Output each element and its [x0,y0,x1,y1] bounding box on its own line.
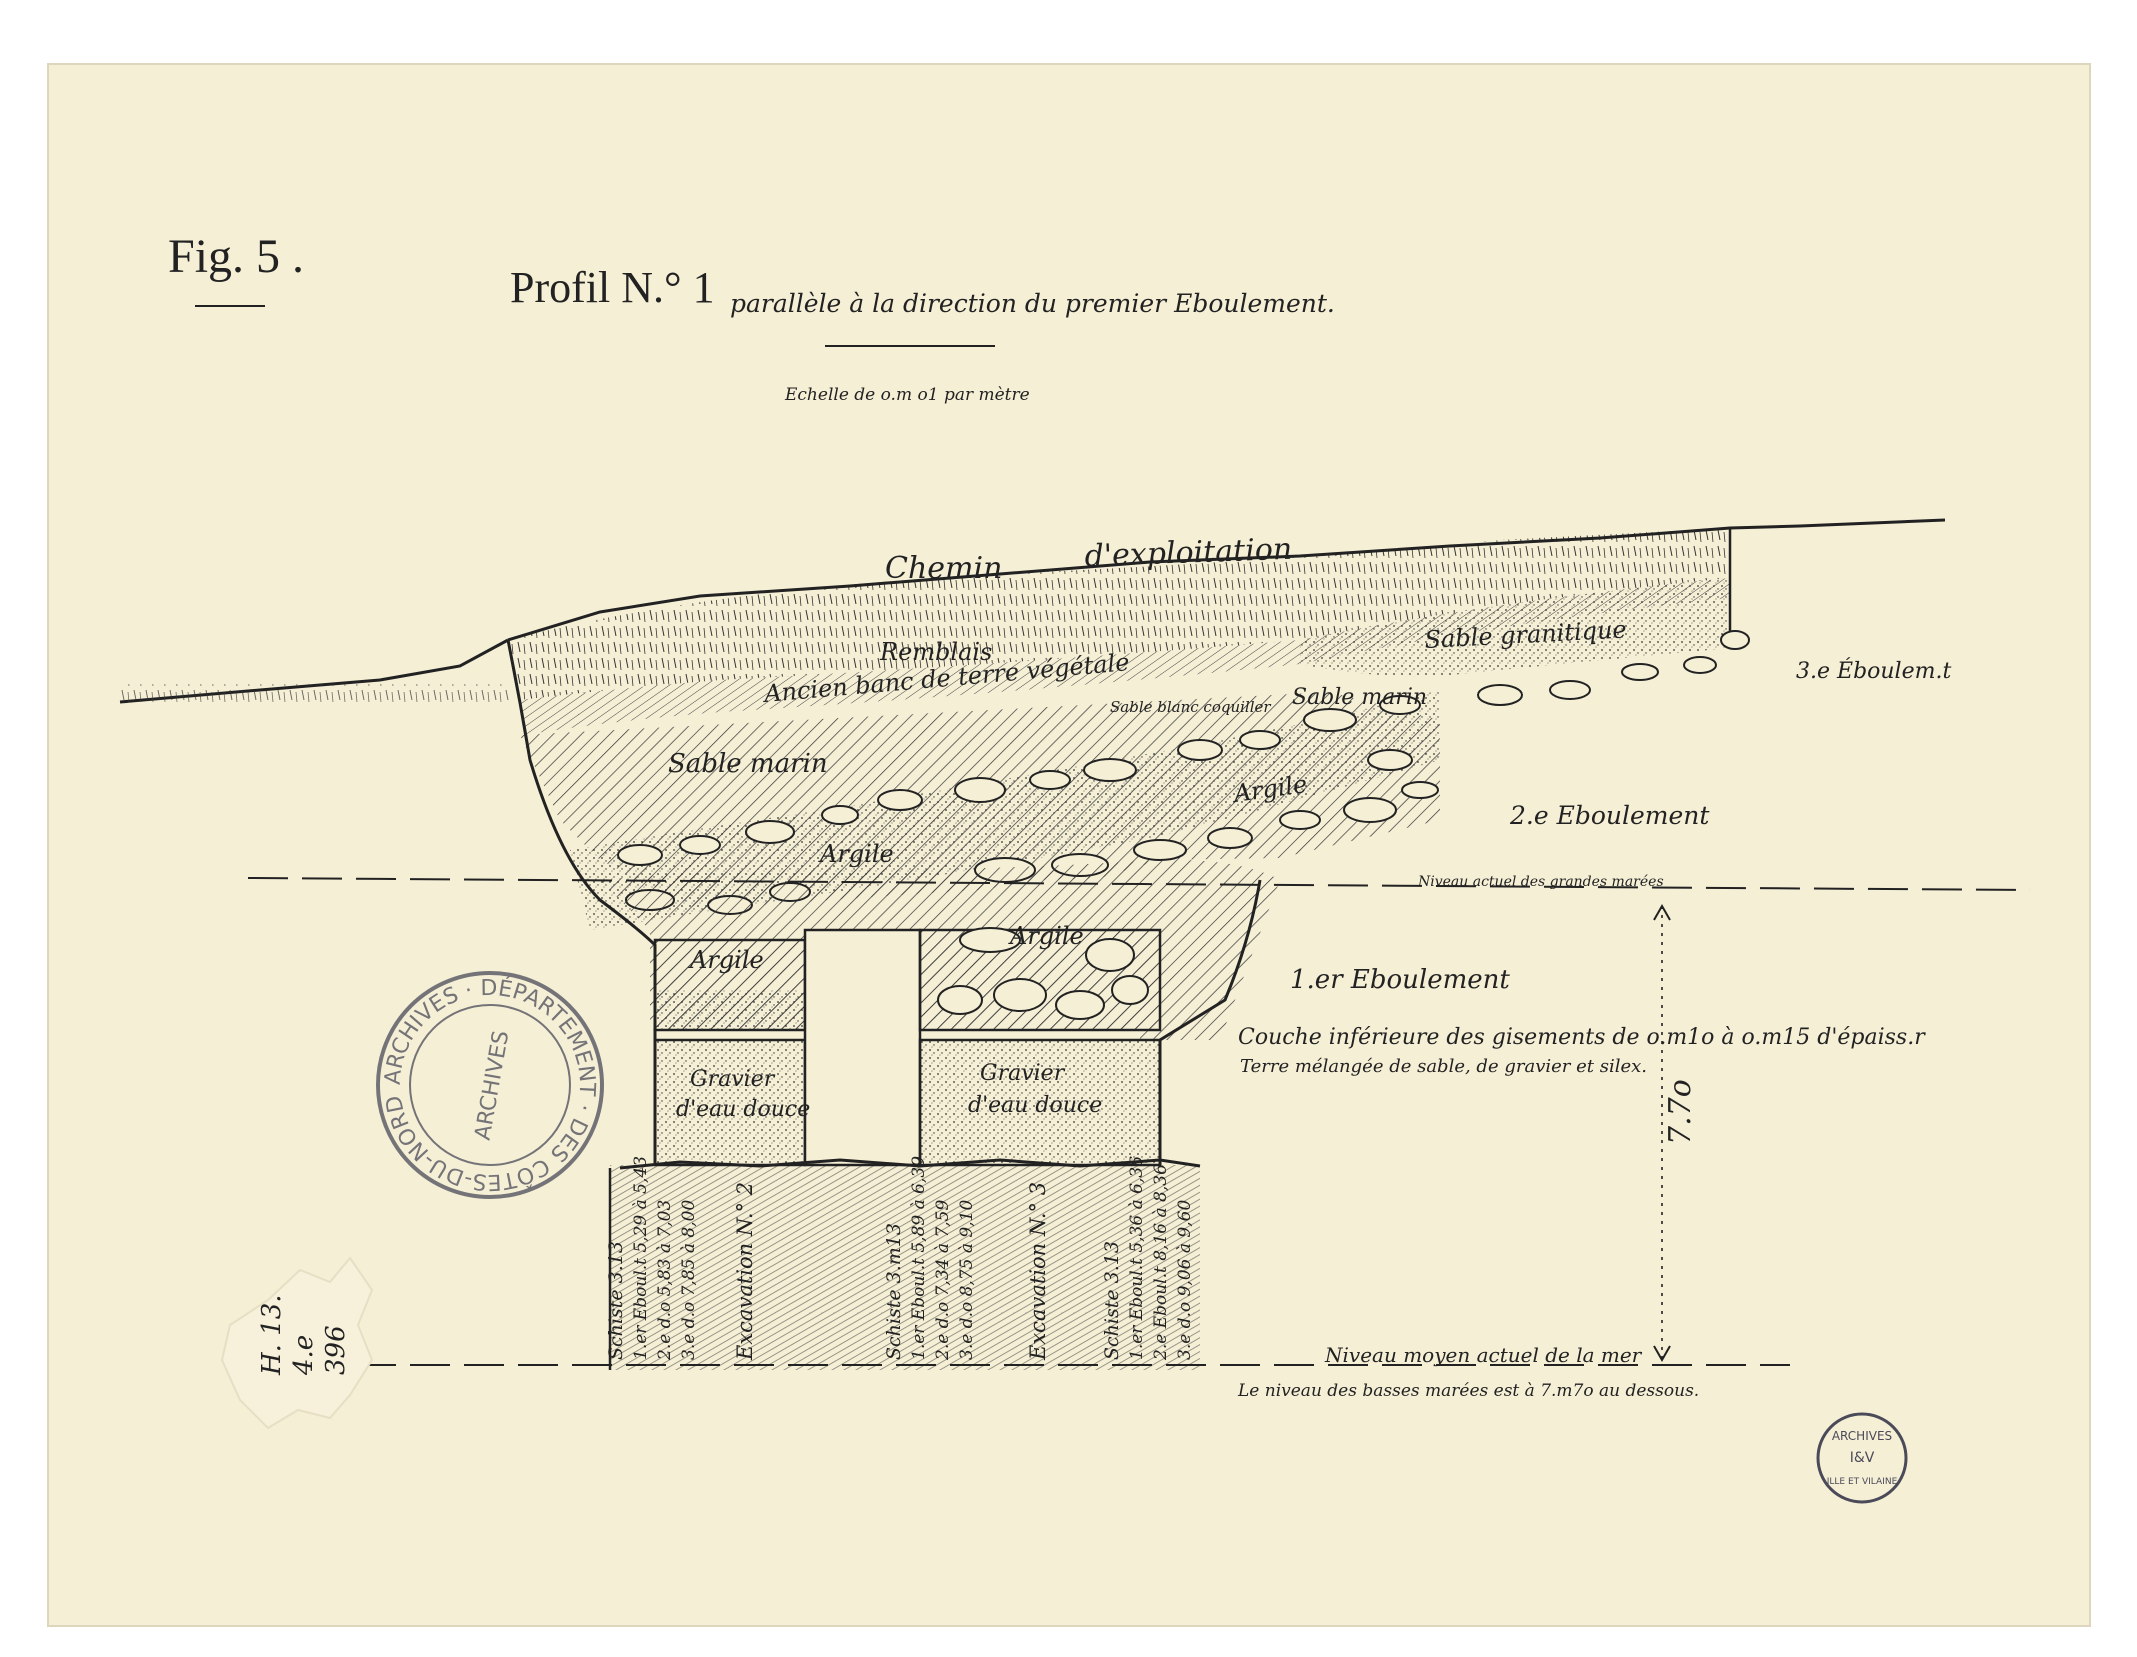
side-stamp-line-3: 396 [321,1325,351,1375]
small-stamp-line-1: ARCHIVES [1832,1429,1892,1443]
pit-right-gravier [918,1038,1162,1167]
pillar-middle [803,928,922,1167]
upper-ground-line [507,518,1946,642]
label-3e-eboulement: 3.e Éboulem.t [1796,657,1951,684]
column-1-line-2: 1.er Eboul.t 5,29 à 5,43 [631,1156,651,1360]
label-gravier-1a: Gravier [690,1067,776,1092]
left-ground-grass [120,684,510,706]
pit-left-stones [655,990,805,1030]
column-5-line-2: 1.er Eboul.t 5,36 à 6,36 [1127,1156,1147,1360]
column-4: Excavation N.° 3 [1026,1182,1050,1361]
label-grandes-marees: Niveau actuel des grandes marées [1417,874,1664,890]
column-2-line-1: Excavation N.° 2 [733,1182,757,1361]
column-1-line-1: Schiste 3.13 [605,1241,627,1360]
remblais-layer [508,528,1730,700]
label-remblais: Remblais [879,638,992,666]
column-2: Excavation N.° 2 [733,1182,757,1361]
label-gravier-2a: Gravier [980,1061,1066,1086]
sable-granitique-layer [1300,578,1730,677]
label-sable-marin: Sable marin [668,749,828,779]
column-5-line-4: 3.e d.o 9,06 à 9,60 [1175,1200,1195,1360]
small-stamp-line-2: I&V [1850,1450,1875,1466]
column-3-line-2: 1.er Eboul.t 5,89 à 6,39 [909,1156,929,1360]
label-niveau-moyen: Niveau moyen actuel de la mer [1324,1343,1643,1367]
pit-right-stones [937,927,1149,1020]
column-5: Schiste 3.13 1.er Eboul.t 5,36 à 6,36 2.… [1101,1156,1195,1361]
label-terre-melangee: Terre mélangée de sable, de gravier et s… [1240,1056,1647,1077]
grandes-marees-line [247,877,2031,891]
column-3-line-4: 3.e d.o 8,75 à 9,10 [957,1200,977,1360]
side-stamp: H. 13. 4.e 396 [220,1256,374,1430]
label-chemin-1: Chemin [885,551,1002,586]
label-argile-4: Argile [688,946,764,974]
figure-label: Fig. 5 . [168,230,304,283]
excavation-outline [506,639,657,1165]
label-chemin-2: d'exploitation [1084,532,1293,574]
label-2e-eboulement: 2.e Eboulement [1509,801,1710,830]
label-couche-inferieure: Couche inférieure des gisements de o.m1o… [1238,1025,1926,1050]
scale-note: Echelle de o.m o1 par mètre [784,385,1030,405]
column-1: Schiste 3.13 1.er Eboul.t 5,29 à 5,43 2.… [605,1156,699,1361]
side-stamp-line-2: 4.e [289,1335,319,1376]
height-arrow-bottom [1653,1345,1671,1363]
right-wall-1e [1158,879,1262,1165]
label-argile-3: Argile [1008,922,1084,950]
column-4-line-1: Excavation N.° 3 [1026,1182,1050,1361]
profile-title: Profil N.° 1 [510,263,715,312]
profile-subtitle: parallèle à la direction du premier Ebou… [730,289,1335,318]
column-3-line-3: 2.e d.o 7,34 à 7,59 [933,1200,953,1361]
schiste-bedrock [610,1165,1200,1370]
column-3: Schiste 3.m13 1.er Eboul.t 5,89 à 6,39 2… [883,1156,977,1361]
label-argile-2: Argile [818,840,894,868]
small-stamp-line-3: ILLE ET VILAINE [1827,1477,1898,1487]
column-1-line-4: 3.e d.o 7,85 à 8,00 [679,1200,699,1360]
label-height: 7.7o [1663,1079,1698,1145]
label-gravier-1b: d'eau douce [676,1097,810,1122]
label-sable-blanc: Sable blanc coquiller [1110,698,1271,716]
side-stamp-line-1: H. 13. [257,1294,287,1376]
label-basses-marees: Le niveau des basses marées est à 7.m7o … [1237,1381,1699,1401]
column-5-line-1: Schiste 3.13 [1101,1241,1123,1360]
small-archive-stamp: ARCHIVES I&V ILLE ET VILAINE [1816,1412,1908,1504]
label-gravier-2b: d'eau douce [968,1093,1102,1118]
column-5-line-3: 2.e Eboul.t 8,16 à 8,36 [1151,1164,1171,1361]
label-1er-eboulement: 1.er Eboulement [1290,965,1510,995]
bedrock-top [619,1158,1201,1170]
label-sable-marin-upper: Sable marin [1292,685,1427,710]
column-1-line-3: 2.e d.o 5,83 à 7,03 [655,1200,675,1361]
height-arrow-top [1653,903,1671,921]
column-3-line-1: Schiste 3.m13 [883,1223,905,1360]
